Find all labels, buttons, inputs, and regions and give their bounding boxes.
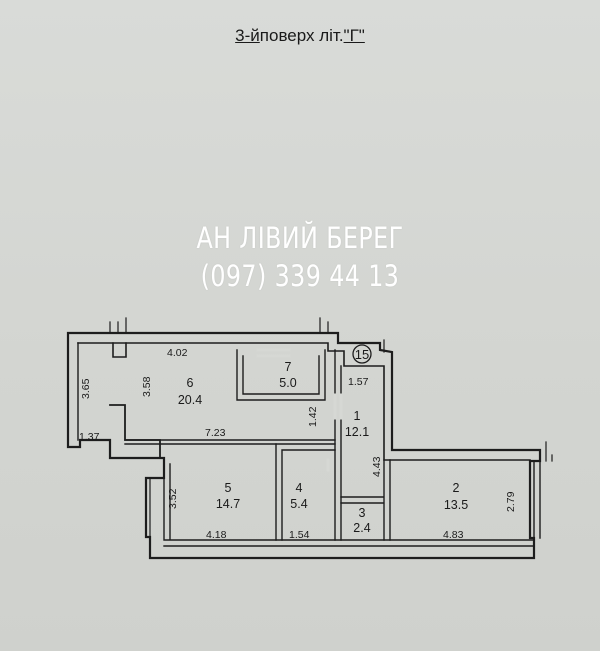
room-3-number: 3 <box>359 506 366 520</box>
room-3-wall <box>340 459 391 541</box>
top-notch-left <box>109 317 127 334</box>
title-letter: "Г" <box>343 26 365 45</box>
room-5-area: 14.7 <box>216 497 240 511</box>
room-4-wall <box>275 443 336 541</box>
dim-label: 3.58 <box>141 376 153 397</box>
room-7-number: 7 <box>285 360 292 374</box>
room-2-number: 2 <box>453 481 460 495</box>
door-gap <box>326 393 343 472</box>
wall-6-5 <box>124 439 336 445</box>
dim-label: 1.57 <box>348 376 369 388</box>
room-1-area: 12.1 <box>345 425 369 439</box>
room-5-number: 5 <box>225 481 232 495</box>
window-left-lower <box>145 477 151 538</box>
dim-label: 1.42 <box>307 406 319 427</box>
room-7-area: 5.0 <box>279 376 296 390</box>
room-6-number: 6 <box>187 376 194 390</box>
room-6-area: 20.4 <box>178 393 202 407</box>
inner-wall-line-2 <box>112 342 127 358</box>
marker-number: 15 <box>355 347 369 362</box>
watermark-agency: АН ЛІВИЙ БЕРЕГ <box>196 221 404 255</box>
marker-circle <box>352 344 372 364</box>
wall-corridor-right <box>334 349 342 541</box>
title-middle: поверх літ. <box>259 26 344 45</box>
room-4-area: 5.4 <box>290 497 307 511</box>
dim-label: 4.18 <box>206 529 227 541</box>
watermark-phone: (097) 339 44 13 <box>200 259 400 293</box>
dim-label: 4.83 <box>443 529 464 541</box>
dim-label: 4.43 <box>371 456 383 477</box>
dim-label: 4.02 <box>167 347 188 359</box>
top-notch-right <box>319 317 329 334</box>
room-5-wall <box>163 457 535 547</box>
room-4-number: 4 <box>296 481 303 495</box>
room-3-area: 2.4 <box>353 521 370 535</box>
outer-wall <box>66 331 542 560</box>
dim-label: 1.54 <box>289 529 310 541</box>
page-title: 3-й поверх літ. "Г" <box>0 26 600 46</box>
room-7-door <box>256 348 291 358</box>
dim-label: 7.23 <box>205 427 226 439</box>
lower-left-wall <box>109 404 161 459</box>
room-1-number: 1 <box>354 409 361 423</box>
dim-label: 3.52 <box>167 488 179 509</box>
dim-label: 1.37 <box>79 431 100 443</box>
right-notch <box>383 339 553 462</box>
inner-wall-line <box>77 342 531 461</box>
title-floor: 3-й <box>235 26 260 45</box>
dim-label: 3.65 <box>80 378 92 399</box>
room-2-area: 13.5 <box>444 498 468 512</box>
dim-label: 2.79 <box>505 491 517 512</box>
right-balcony <box>533 460 541 539</box>
left-balcony <box>67 332 79 448</box>
room-7-wall <box>236 349 326 401</box>
